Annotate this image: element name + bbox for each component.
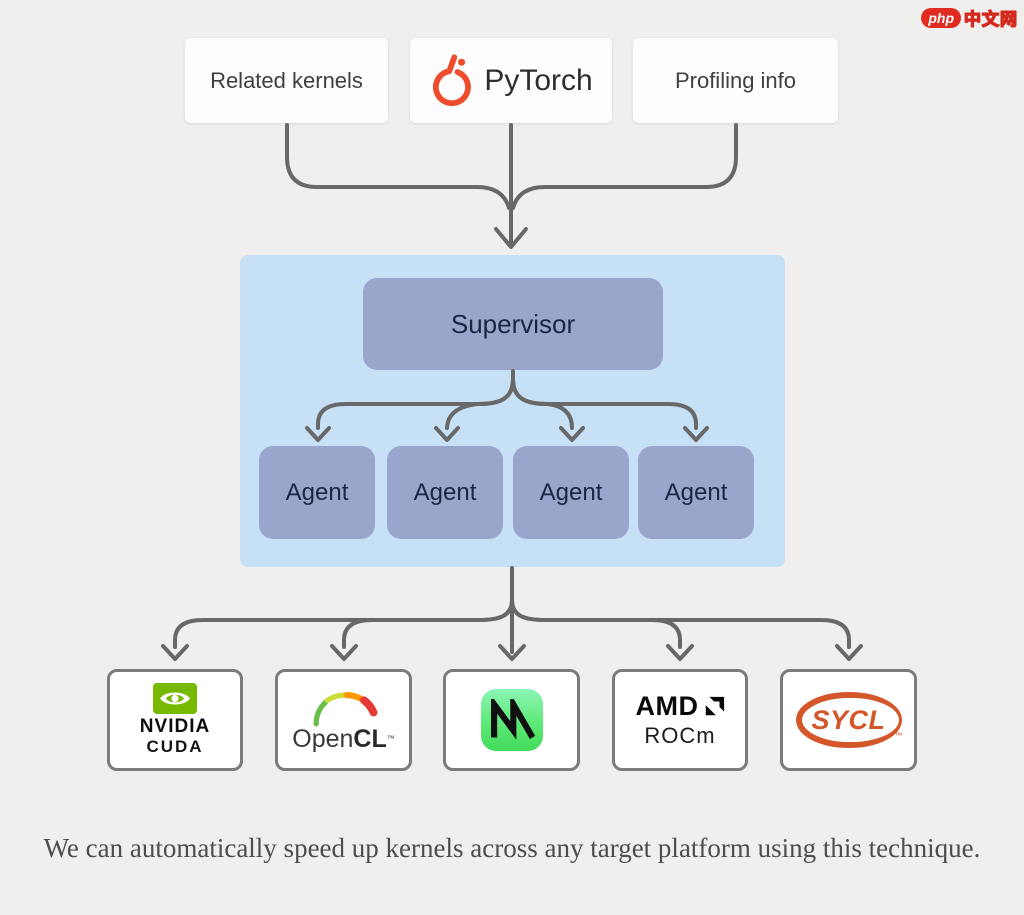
- site-watermark: php 中文网: [921, 5, 1018, 30]
- platform-card-amd-rocm: AMD ROCm: [612, 669, 748, 771]
- amd-brand-row: AMD: [636, 691, 725, 722]
- php-logo-badge: php: [921, 7, 961, 28]
- supervisor-node: Supervisor: [363, 278, 663, 370]
- figure-caption: We can automatically speed up kernels ac…: [0, 830, 1024, 867]
- agent-node-3: Agent: [513, 446, 629, 539]
- caption-text: We can automatically speed up kernels ac…: [43, 833, 981, 863]
- watermark-text: 中文网: [963, 9, 1018, 29]
- input-box-pytorch: PyTorch: [410, 38, 612, 123]
- sycl-ellipse-icon: [795, 692, 902, 748]
- pytorch-label: PyTorch: [484, 63, 593, 97]
- metal-m-icon: [480, 689, 543, 751]
- amd-brand-text: AMD: [635, 691, 699, 721]
- agent-node-1: Agent: [259, 446, 375, 539]
- sycl-tm-mark: ™: [894, 731, 903, 740]
- agent-label: Agent: [664, 478, 728, 506]
- amd-arrow-icon: [703, 696, 725, 718]
- nvidia-brand-text: NVIDIA: [139, 716, 211, 737]
- opencl-tm-mark: ™: [386, 734, 395, 743]
- opencl-cl-text: CL: [353, 725, 387, 753]
- rocm-product-text: ROCm: [644, 723, 716, 748]
- agent-node-4: Agent: [638, 446, 754, 539]
- nvidia-eye-icon: [153, 683, 197, 714]
- agent-label: Agent: [285, 478, 349, 506]
- input-box-profiling-info: Profiling info: [633, 38, 838, 123]
- agent-label: Agent: [539, 478, 603, 506]
- platform-card-opencl: OpenCL™: [275, 669, 412, 771]
- opencl-wordmark: OpenCL™: [292, 725, 395, 753]
- sycl-wordmark: SYCL: [811, 704, 886, 735]
- platform-card-metal: [443, 669, 580, 771]
- pytorch-flame-icon: [429, 53, 475, 109]
- platform-card-sycl: SYCL ™: [780, 669, 917, 771]
- related-kernels-label: Related kernels: [210, 67, 363, 93]
- opencl-open-text: Open: [292, 725, 354, 753]
- platform-card-nvidia-cuda: NVIDIA CUDA: [107, 669, 243, 771]
- sycl-logo: SYCL ™: [793, 688, 905, 752]
- agent-system-panel: Supervisor Agent Agent Agent Agent: [240, 255, 785, 567]
- opencl-arc-icon: [296, 689, 392, 729]
- cuda-product-text: CUDA: [146, 737, 204, 756]
- profiling-info-label: Profiling info: [674, 67, 797, 93]
- agent-node-2: Agent: [387, 446, 503, 539]
- agent-label: Agent: [413, 478, 477, 506]
- input-box-related-kernels: Related kernels: [185, 38, 388, 123]
- supervisor-label: Supervisor: [450, 308, 576, 339]
